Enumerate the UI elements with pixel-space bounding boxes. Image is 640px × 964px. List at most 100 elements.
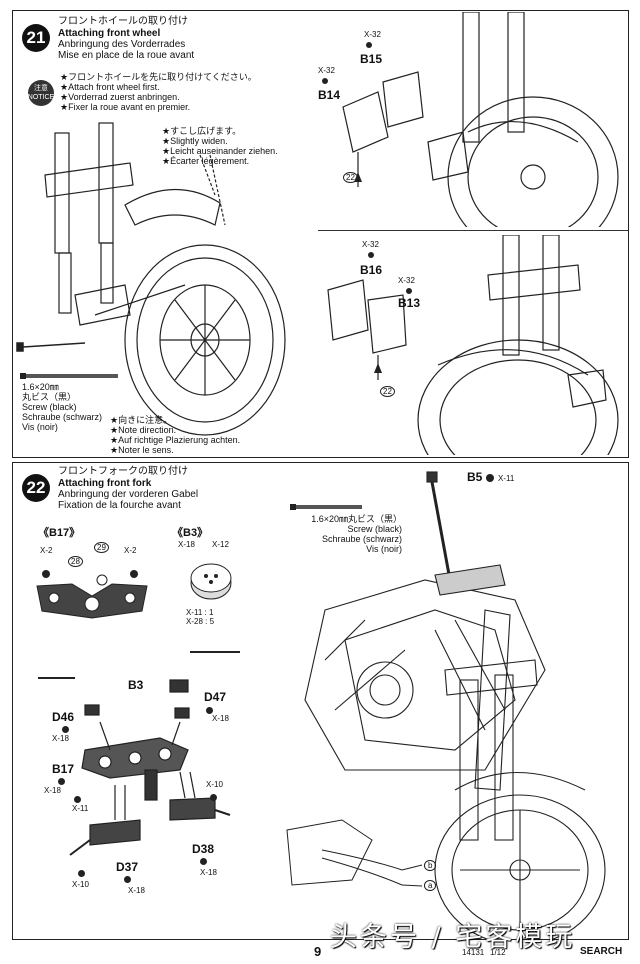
step-21-fork-wheel-drawing xyxy=(16,122,286,436)
screw-x32-icon xyxy=(366,42,372,48)
screw-line: 1.6×20㎜丸ビス（黒） xyxy=(311,514,402,524)
x10-label: X-10 xyxy=(72,880,89,889)
b17-header: 《B17》 xyxy=(38,527,81,539)
x11-label: X-11 xyxy=(498,474,515,483)
part-b16-label: B16 xyxy=(360,263,383,277)
direction-line: ★向きに注意。 xyxy=(110,415,173,425)
step-22-number: 22 xyxy=(22,474,50,502)
screw-x11-icon xyxy=(486,474,494,482)
x18-label: X-18 xyxy=(212,714,229,723)
part-b17-label: B17 xyxy=(52,762,75,776)
step-21-title-jp: フロントホイールの取り付け xyxy=(58,16,188,27)
step-22-screw-label: 1.6×20㎜丸ビス（黒） Screw (black) Schraube (sc… xyxy=(290,514,402,554)
notice-label-jp: 注意 xyxy=(34,85,48,92)
screw-line: Schraube (schwarz) xyxy=(321,534,402,544)
screw-x32-icon xyxy=(368,252,374,258)
notice-icon: 注意 NOTICE xyxy=(28,80,54,106)
x2-label: X-2 xyxy=(40,546,53,555)
part-b13-label: B13 xyxy=(398,296,421,310)
part-22-label: 22 xyxy=(380,386,395,397)
step-21-title-de: Anbringung des Vorderrades xyxy=(58,39,186,50)
part-28-label: 28 xyxy=(68,556,83,567)
callout-a-label: a xyxy=(424,880,437,891)
screw-x32-icon xyxy=(322,78,328,84)
step-21-title-en: Attaching front wheel xyxy=(58,28,161,39)
screw-x11-icon xyxy=(74,796,81,803)
widen-line: ★Écarter légèrement. xyxy=(162,156,250,166)
widen-note: ★すこし広げます。 ★Slightly widen. ★Leicht ausei… xyxy=(162,126,278,166)
page-number: 9 xyxy=(314,944,322,959)
part-22-label: 22 xyxy=(343,172,358,183)
watermark-text: 头条号 / 宅客模玩 xyxy=(330,922,576,953)
x18-label: X-18 xyxy=(178,540,195,549)
x10-label: X-10 xyxy=(206,780,223,789)
x18-label: X-18 xyxy=(128,886,145,895)
screw-line: Screw (black) xyxy=(22,402,77,412)
part-b3-label: B3 xyxy=(128,678,144,692)
x32-label: X-32 xyxy=(398,276,415,285)
part-b14-label: B14 xyxy=(318,88,341,102)
step-21-title-block: フロントホイールの取り付け Attaching front wheel Anbr… xyxy=(58,16,194,61)
screw-size: 1.6×20㎜ xyxy=(22,382,59,392)
caliper-lower-drawing xyxy=(327,235,619,455)
kit-scale: 1/12 xyxy=(490,948,506,957)
x18-label: X-18 xyxy=(44,786,61,795)
notice-line: ★フロントホイールを先に取り付けてください。 xyxy=(60,72,257,82)
x32-label: X-32 xyxy=(362,240,379,249)
screw-x32-icon xyxy=(406,288,412,294)
b3-ratio-note: X-11 : 1 X-28 : 5 xyxy=(186,608,214,626)
part-d46-label: D46 xyxy=(52,710,75,724)
step-21-title-fr: Mise en place de la roue avant xyxy=(58,50,195,61)
screw-line: 丸ビス（黒） xyxy=(22,392,77,402)
screw-x18-icon xyxy=(200,858,207,865)
direction-line: ★Auf richtige Plazierung achten. xyxy=(110,435,241,445)
callout-b-label: b xyxy=(424,860,437,871)
part-29-label: 29 xyxy=(94,542,109,553)
screw-x18-icon xyxy=(62,726,69,733)
front-wheel-drawing xyxy=(434,794,606,940)
part-d38-label: D38 xyxy=(192,842,215,856)
step-22-title-en: Attaching front fork xyxy=(58,478,152,489)
part-d47-label: D47 xyxy=(204,690,227,704)
x32-label: X-32 xyxy=(364,30,381,39)
x11-label: X-11 xyxy=(72,804,89,813)
x18-label: X-18 xyxy=(200,868,217,877)
ratio-line: X-28 : 5 xyxy=(186,617,215,626)
widen-line: ★Slightly widen. xyxy=(162,136,228,146)
step-21-number: 21 xyxy=(22,24,50,52)
screw-1-6x20-illustration xyxy=(20,373,118,379)
ratio-line: X-11 : 1 xyxy=(186,608,214,617)
fork-clamp-assembly-drawing xyxy=(38,651,240,856)
screw-line: Vis (noir) xyxy=(366,544,402,554)
notice-text: ★フロントホイールを先に取り付けてください。 ★Attach front whe… xyxy=(60,72,257,112)
direction-line: ★Note direction. xyxy=(110,425,177,435)
screw-line: Schraube (schwarz) xyxy=(22,412,103,422)
x18-label: X-18 xyxy=(52,734,69,743)
notice-line: ★Vorderrad zuerst anbringen. xyxy=(60,92,180,102)
screw-x10-icon xyxy=(210,794,217,801)
b17-bracket-drawing xyxy=(36,570,148,619)
step-22-panel xyxy=(12,462,629,940)
widen-line: ★すこし広げます。 xyxy=(162,126,242,136)
step-22-title-block: フロントフォークの取り付け Attaching front fork Anbri… xyxy=(58,466,198,511)
screw-x18-icon xyxy=(206,707,213,714)
notice-line: ★Fixer la roue avant en premier. xyxy=(60,102,191,112)
step-22-title-fr: Fixation de la fourche avant xyxy=(58,500,181,511)
b3-cap-drawing xyxy=(190,563,232,600)
motorcycle-front-drawing xyxy=(304,471,586,841)
b3-header: 《B3》 xyxy=(172,527,209,539)
part-d37-label: D37 xyxy=(116,860,139,874)
notice-line: ★Attach front wheel first. xyxy=(60,82,160,92)
part-b5-label: B5 xyxy=(467,470,483,484)
step-21-divider xyxy=(318,230,628,231)
part-b15-label: B15 xyxy=(360,52,383,66)
x2-label: X-2 xyxy=(124,546,137,555)
step-22-title-de: Anbringung der vorderen Gabel xyxy=(58,489,199,500)
direction-note: ★向きに注意。 ★Note direction. ★Auf richtige P… xyxy=(110,415,240,455)
brand-text: SEARCH xyxy=(580,946,623,957)
caliper-upper-drawing xyxy=(342,12,619,227)
kit-code: 14131 xyxy=(462,948,485,957)
screw-line: Vis (noir) xyxy=(22,422,58,432)
widen-line: ★Leicht auseinander ziehen. xyxy=(162,146,278,156)
screw-1-6x20-step22-illustration xyxy=(290,504,362,510)
